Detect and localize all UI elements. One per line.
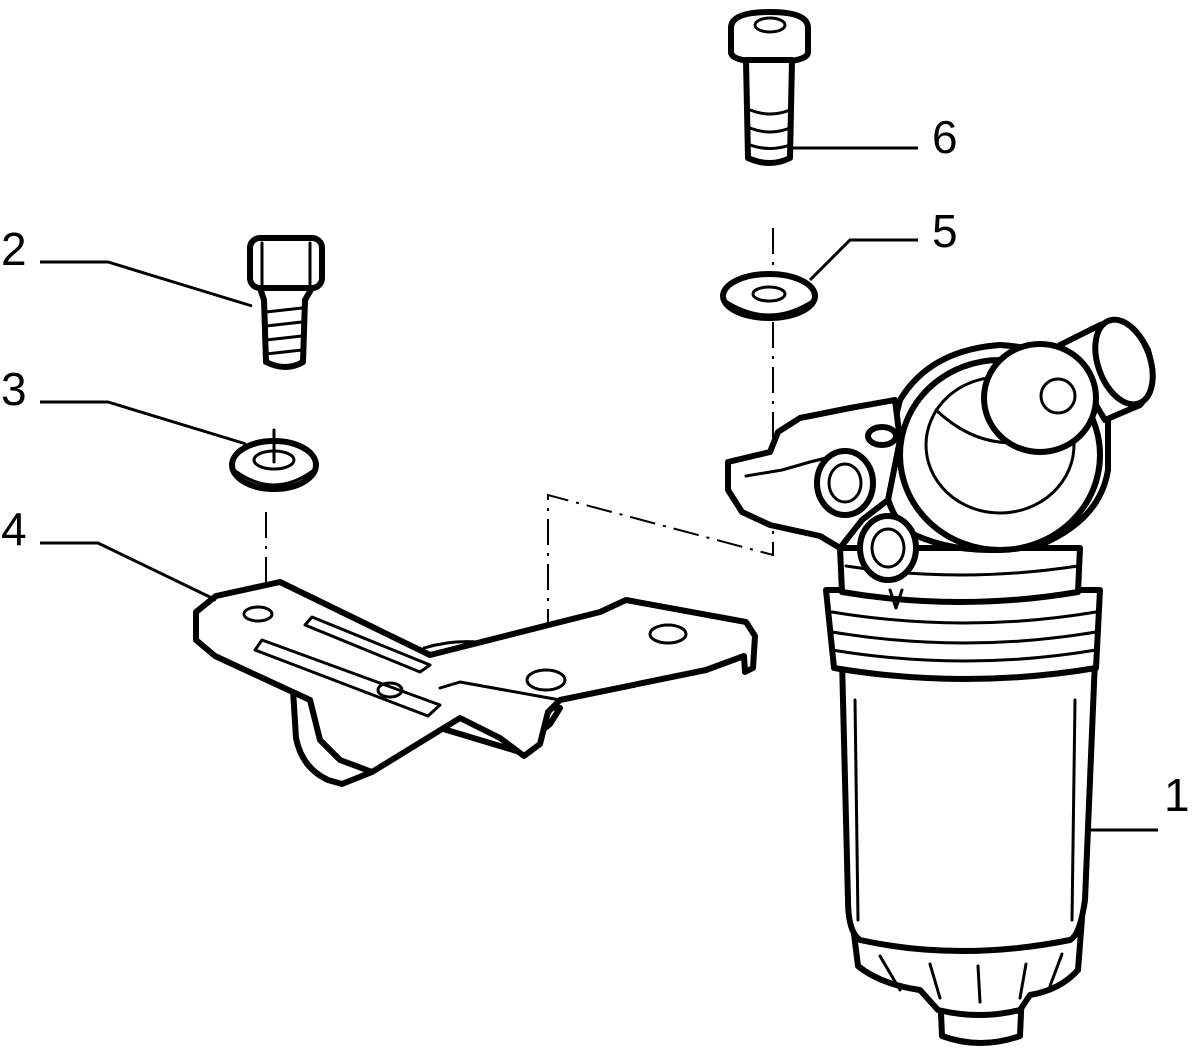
callout-label-3: 3 (1, 363, 27, 415)
callout-label-6: 6 (932, 111, 958, 163)
hex-bolt-part-2 (247, 235, 325, 370)
callout-label-5: 5 (932, 205, 958, 257)
callout-label-4: 4 (1, 503, 27, 555)
sealing-washer-part-5 (720, 271, 818, 321)
mounting-bracket-part-4 (193, 579, 758, 787)
fuel-filter-part-1 (725, 316, 1156, 1046)
callout-label-2: 2 (1, 223, 27, 275)
washer-part-3 (229, 428, 319, 492)
cap-screw-part-6 (728, 9, 811, 166)
leader-lines (40, 146, 1158, 832)
callout-label-1: 1 (1164, 769, 1190, 821)
